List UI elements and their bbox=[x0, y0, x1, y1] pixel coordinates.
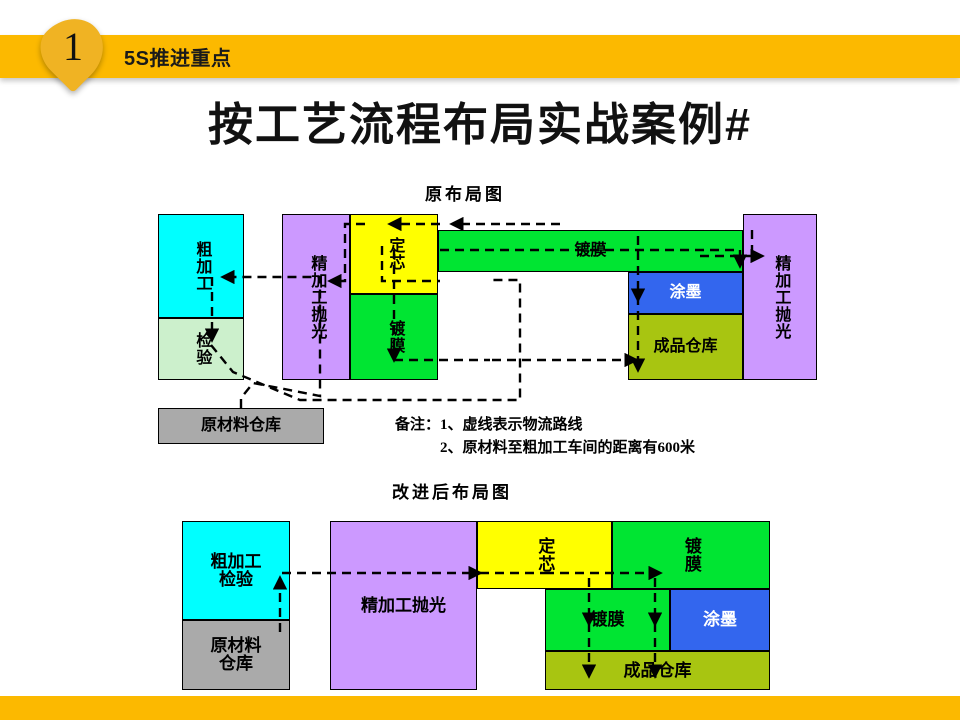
section-number: 1 bbox=[63, 23, 83, 69]
box-fine-polish[interactable]: 精加工抛光 bbox=[330, 521, 477, 690]
original-layout-caption: 原布局图 bbox=[425, 185, 505, 204]
box-finished-2[interactable]: 成品仓库 bbox=[545, 651, 770, 690]
note-line-2: 2、原材料至粗加工车间的距离有600米 bbox=[440, 440, 696, 456]
box-fine-polish-right[interactable]: 精加工抛光 bbox=[743, 214, 817, 380]
note-line-1: 备注：1、虚线表示物流路线 bbox=[395, 414, 583, 437]
box-fine-polish-left[interactable]: 精加工抛光 bbox=[282, 214, 350, 380]
box-coating-top[interactable]: 镀膜 bbox=[438, 230, 743, 272]
header-banner bbox=[0, 35, 960, 78]
box-raw-warehouse-2[interactable]: 原材料 仓库 bbox=[182, 620, 290, 690]
box-coating-mid[interactable]: 镀膜 bbox=[545, 589, 670, 651]
box-ink-coat[interactable]: 涂墨 bbox=[628, 272, 743, 314]
note-text-1: 1、虚线表示物流路线 bbox=[440, 417, 583, 433]
box-coating-top-2[interactable]: 镀膜 bbox=[612, 521, 770, 589]
box-core-set[interactable]: 定芯 bbox=[350, 214, 438, 294]
box-finished-goods[interactable]: 成品仓库 bbox=[628, 314, 743, 380]
box-rough-inspect[interactable]: 粗加工 检验 bbox=[182, 521, 290, 620]
box-coating-left[interactable]: 镀膜 bbox=[350, 294, 438, 380]
box-inspection[interactable]: 检验 bbox=[158, 318, 244, 380]
section-label: 5S推进重点 bbox=[124, 48, 232, 70]
box-ink-coat-2[interactable]: 涂墨 bbox=[670, 589, 770, 651]
page-title: 按工艺流程布局实战案例# bbox=[207, 99, 753, 150]
box-rough-process[interactable]: 粗加工 bbox=[158, 214, 244, 318]
box-core-set-2[interactable]: 定芯 bbox=[477, 521, 612, 589]
note-prefix: 备注： bbox=[395, 417, 441, 433]
box-raw-warehouse[interactable]: 原材料仓库 bbox=[158, 408, 324, 444]
footer-banner bbox=[0, 696, 960, 720]
improved-layout-caption: 改进后布局图 bbox=[392, 483, 512, 502]
